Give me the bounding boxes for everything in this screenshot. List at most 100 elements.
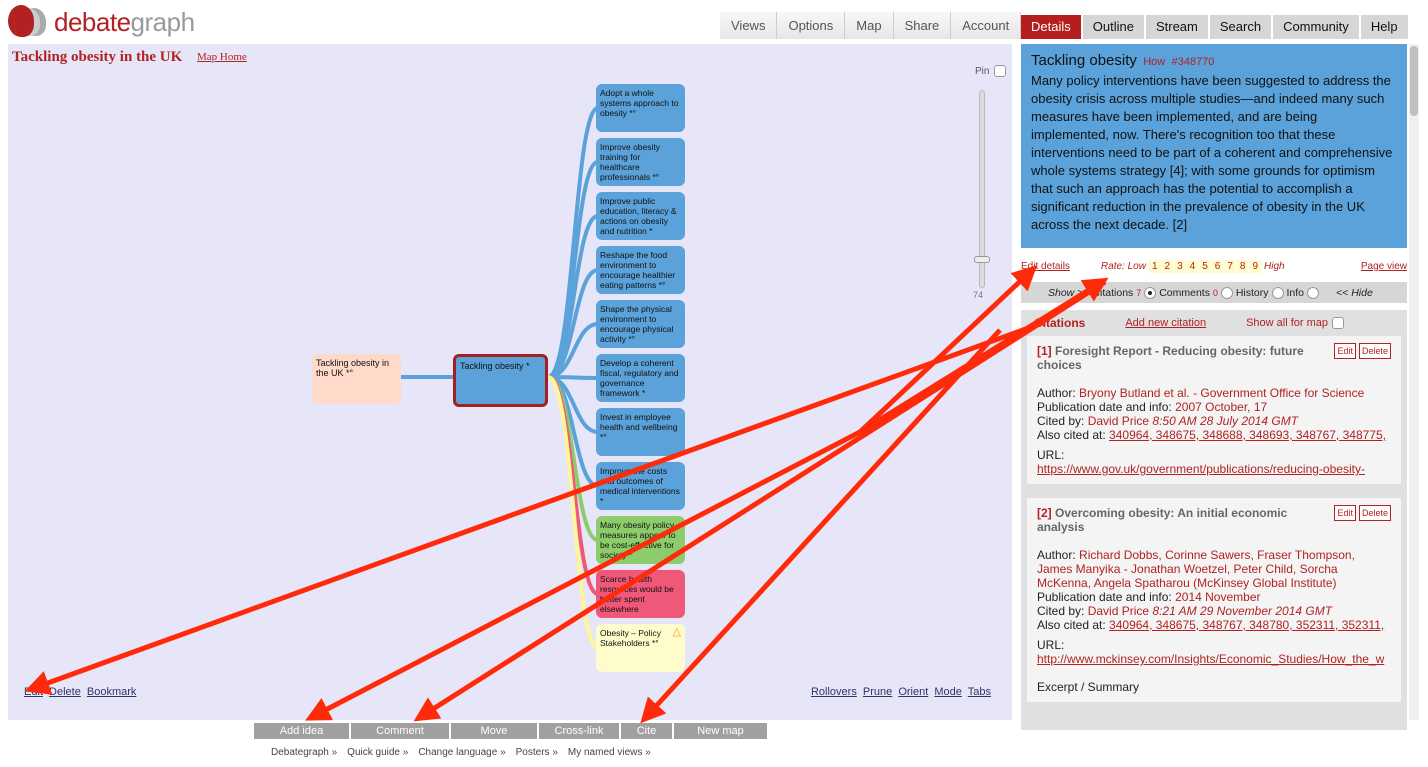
child-node[interactable]: Improve public education, literacy & act… xyxy=(596,192,685,240)
rate-5-button[interactable]: 5 xyxy=(1199,260,1211,273)
rate-9-button[interactable]: 9 xyxy=(1249,260,1262,273)
history-radio[interactable] xyxy=(1271,286,1284,299)
child-node[interactable]: Improve the costs and outcomes of medica… xyxy=(596,462,685,510)
show-all-checkbox[interactable] xyxy=(1332,317,1344,329)
footer-named-views[interactable]: My named views » xyxy=(567,747,651,758)
footer-links: Debategraph » Quick guide » Change langu… xyxy=(271,747,651,758)
rate-2-button[interactable]: 2 xyxy=(1161,260,1174,273)
rate-3-button[interactable]: 3 xyxy=(1174,260,1186,273)
tab-stream[interactable]: Stream xyxy=(1145,15,1208,39)
citations-radio[interactable] xyxy=(1144,286,1157,299)
rate-4-button[interactable]: 4 xyxy=(1186,260,1199,273)
excerpt-label: Excerpt / Summary xyxy=(1037,680,1140,694)
tab-details[interactable]: Details xyxy=(1021,15,1081,39)
footer-change-language[interactable]: Change language » xyxy=(418,747,506,758)
citation-title: Overcoming obesity: An initial economic … xyxy=(1037,506,1288,534)
panel-scrollbar[interactable] xyxy=(1409,44,1419,720)
tab-help[interactable]: Help xyxy=(1360,15,1408,39)
history-option-label: History xyxy=(1235,286,1269,299)
delete-link[interactable]: Delete xyxy=(49,686,81,698)
child-node[interactable]: Adopt a whole systems approach to obesit… xyxy=(596,84,685,132)
bookmark-link[interactable]: Bookmark xyxy=(86,686,137,698)
cited-label: Cited by: xyxy=(1037,604,1088,618)
logo-head-icon xyxy=(8,5,50,39)
child-node[interactable]: Obesity – Policy Stakeholders *°△ xyxy=(596,624,685,672)
tab-outline[interactable]: Outline xyxy=(1082,15,1144,39)
cross-link-button[interactable]: Cross-link xyxy=(539,723,619,739)
map-canvas[interactable]: Tackling obesity in the UK Map Home Pin … xyxy=(8,44,1012,720)
page-view-link[interactable]: Page view xyxy=(1360,261,1407,272)
rate-low-label: Rate: Low xyxy=(1100,261,1146,272)
author-label: Author: xyxy=(1037,548,1080,562)
logo[interactable]: debategraph xyxy=(8,5,195,39)
orient-link[interactable]: Orient xyxy=(898,686,929,698)
pub-label: Publication date and info: xyxy=(1037,400,1176,414)
citation-cited-by[interactable]: David Price xyxy=(1087,604,1150,618)
mode-link[interactable]: Mode xyxy=(934,686,962,698)
edit-details-link[interactable]: Edit details xyxy=(1021,261,1070,272)
citation-delete-button[interactable]: Delete xyxy=(1358,505,1391,521)
tabs-link[interactable]: Tabs xyxy=(967,686,991,698)
edit-link[interactable]: Edit xyxy=(24,686,43,698)
rate-7-button[interactable]: 7 xyxy=(1224,260,1236,273)
footer-quick-guide[interactable]: Quick guide » xyxy=(347,747,409,758)
comment-button[interactable]: Comment xyxy=(351,723,449,739)
footer-debategraph[interactable]: Debategraph » xyxy=(271,747,338,758)
child-node[interactable]: Shape the physical environment to encour… xyxy=(596,300,685,348)
top-nav: Views Options Map Share Account xyxy=(720,12,1022,39)
tab-map[interactable]: Map xyxy=(845,12,894,39)
tab-views[interactable]: Views xyxy=(720,12,778,39)
scrollbar-thumb[interactable] xyxy=(1410,46,1418,116)
idea-details: Tackling obesity How #348770 Many policy… xyxy=(1021,44,1407,248)
add-citation-link[interactable]: Add new citation xyxy=(1125,317,1207,329)
logo-text-2: graph xyxy=(130,6,196,37)
new-map-button[interactable]: New map xyxy=(674,723,767,739)
child-node[interactable]: Develop a coherent fiscal, regulatory an… xyxy=(596,354,685,402)
citation-author: Richard Dobbs, Corinne Sawers, Fraser Th… xyxy=(1037,548,1355,590)
citation-edit-button[interactable]: Edit xyxy=(1334,505,1356,521)
hide-link[interactable]: << Hide xyxy=(1336,286,1373,299)
child-node[interactable]: Reshape the food environment to encourag… xyxy=(596,246,685,294)
citation-number: [1] xyxy=(1037,344,1052,358)
pin-checkbox[interactable] xyxy=(994,65,1007,77)
citation-edit-button[interactable]: Edit xyxy=(1334,343,1356,359)
child-node[interactable]: Improve obesity training for healthcare … xyxy=(596,138,685,186)
logo-text: debate xyxy=(54,6,131,37)
rate-6-button[interactable]: 6 xyxy=(1211,260,1224,273)
citation-cited-by[interactable]: David Price xyxy=(1087,414,1150,428)
citation-delete-button[interactable]: Delete xyxy=(1358,343,1391,359)
move-button[interactable]: Move xyxy=(451,723,537,739)
rate-1-button[interactable]: 1 xyxy=(1148,260,1161,273)
tab-share[interactable]: Share xyxy=(893,12,952,39)
also-cited-links[interactable]: 340964, 348675, 348767, 348780, 352311, … xyxy=(1109,618,1385,632)
map-home-link[interactable]: Map Home xyxy=(197,51,247,63)
pin-toggle[interactable]: Pin xyxy=(975,65,1007,77)
citation-time: 8:21 AM 29 November 2014 GMT xyxy=(1152,604,1333,618)
tab-community[interactable]: Community xyxy=(1273,15,1359,39)
tab-options[interactable]: Options xyxy=(777,12,846,39)
tab-account[interactable]: Account xyxy=(951,12,1022,39)
citation-url[interactable]: https://www.gov.uk/government/publicatio… xyxy=(1037,462,1365,476)
footer-posters[interactable]: Posters » xyxy=(515,747,558,758)
child-node[interactable]: Invest in employee health and wellbeing … xyxy=(596,408,685,456)
current-node[interactable]: Tackling obesity * xyxy=(453,354,548,407)
citation-url[interactable]: http://www.mckinsey.com/Insights/Economi… xyxy=(1037,652,1385,666)
cite-button[interactable]: Cite xyxy=(621,723,672,739)
child-node[interactable]: Many obesity policy measures appear to b… xyxy=(596,516,685,564)
parent-node[interactable]: Tackling obesity in the UK *° xyxy=(312,354,401,404)
info-radio[interactable] xyxy=(1307,286,1320,299)
rollovers-link[interactable]: Rollovers xyxy=(810,686,857,698)
comments-radio[interactable] xyxy=(1220,286,1233,299)
zoom-slider-thumb[interactable] xyxy=(974,256,990,263)
citations-panel: Citations Add new citation Show all for … xyxy=(1021,310,1407,730)
prune-link[interactable]: Prune xyxy=(862,686,893,698)
url-label: URL: xyxy=(1037,638,1065,652)
child-node[interactable]: Scarce health resources would be better … xyxy=(596,570,685,618)
rate-8-button[interactable]: 8 xyxy=(1236,260,1249,273)
panel-tabs: Details Outline Stream Search Community … xyxy=(1021,15,1408,39)
add-idea-button[interactable]: Add idea xyxy=(254,723,349,739)
comments-count: 0 xyxy=(1212,287,1218,298)
comments-option-label: Comments xyxy=(1159,286,1210,299)
also-cited-links[interactable]: 340964, 348675, 348688, 348693, 348767, … xyxy=(1109,428,1386,442)
tab-search[interactable]: Search xyxy=(1209,15,1272,39)
